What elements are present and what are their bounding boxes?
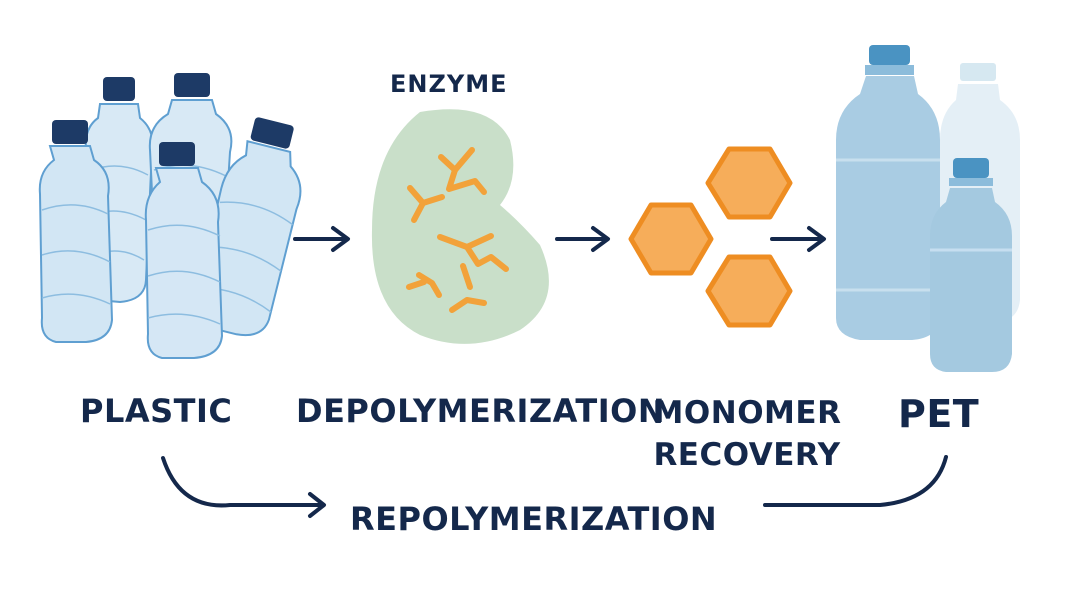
enzyme-blob-icon: [371, 109, 549, 344]
step-label-depolymerization: DEPOLYMERIZATION: [296, 392, 666, 430]
step-label-plastic: PLASTIC: [80, 392, 233, 430]
cycle-arrow-right: [763, 455, 948, 507]
step-label-pet: PET: [898, 392, 980, 436]
pet-bottles-icon: [836, 45, 1020, 372]
step-label-monomer-recovery: MONOMER RECOVERY: [652, 392, 842, 476]
monomer-label-line2: RECOVERY: [653, 437, 841, 473]
hexagon-monomer: [705, 254, 793, 328]
arrowhead-2: [591, 226, 610, 252]
hexagon-monomer: [705, 146, 793, 220]
plastic-bottle-icon: [144, 142, 224, 359]
cycle-arrow-left: [161, 456, 324, 508]
cycle-arrowhead: [308, 492, 326, 518]
hexagon-monomer: [628, 202, 714, 276]
enzyme-fragments: [406, 147, 509, 313]
monomer-label-line1: MONOMER: [652, 395, 842, 431]
monomer-hexagons-icon: [628, 146, 793, 328]
pet-bottle-icon: [836, 45, 940, 340]
cycle-label-repolymerization: REPOLYMERIZATION: [350, 500, 718, 538]
enzyme-label: ENZYME: [390, 70, 508, 98]
pet-bottle-icon: [930, 158, 1012, 372]
plastic-bottle-icon: [38, 120, 114, 343]
crushed-plastic-bottles-icon: [38, 73, 302, 359]
arrowhead-3: [807, 226, 826, 252]
arrowhead-1: [331, 226, 350, 252]
